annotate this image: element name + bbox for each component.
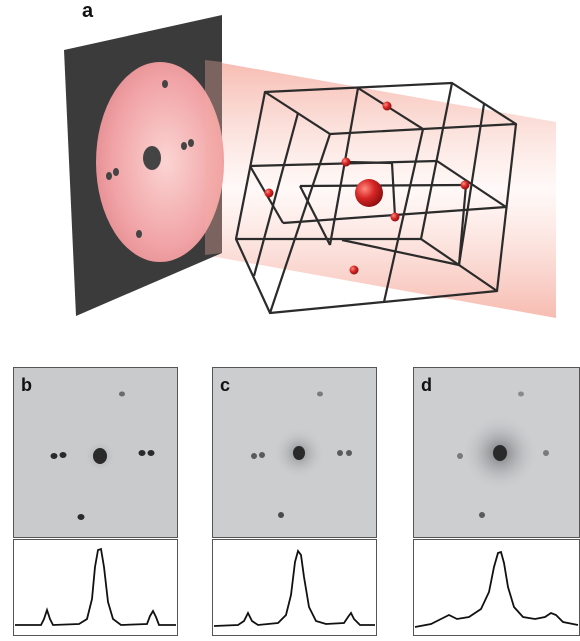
panel-c: c: [212, 367, 377, 637]
panel-d-graphic: [413, 367, 580, 636]
panel-d: d: [413, 367, 580, 637]
panel-a-label: a: [82, 0, 94, 22]
panel-a-schematic: [64, 15, 556, 318]
panel-c-label: c: [220, 375, 231, 395]
central-atom: [355, 179, 383, 207]
disc-spots: [106, 80, 194, 238]
spots-c: [251, 391, 352, 518]
panel-c-graphic: [212, 367, 377, 636]
intensity-trace-frame-c: [212, 539, 377, 636]
spots-d: [457, 391, 549, 518]
panel-b-graphic: [13, 367, 178, 636]
panel-b: b: [13, 367, 178, 637]
spots-b: [50, 391, 155, 520]
lattice-atoms: [264, 101, 470, 275]
intensity-trace-frame-b: [13, 539, 178, 636]
panel-d-label: d: [421, 375, 432, 395]
central-spot: [143, 146, 161, 170]
intensity-trace-b: [15, 547, 176, 626]
panel-b-label: b: [21, 375, 32, 395]
intensity-trace-c: [213, 548, 375, 627]
intensity-trace-d: [414, 550, 579, 628]
